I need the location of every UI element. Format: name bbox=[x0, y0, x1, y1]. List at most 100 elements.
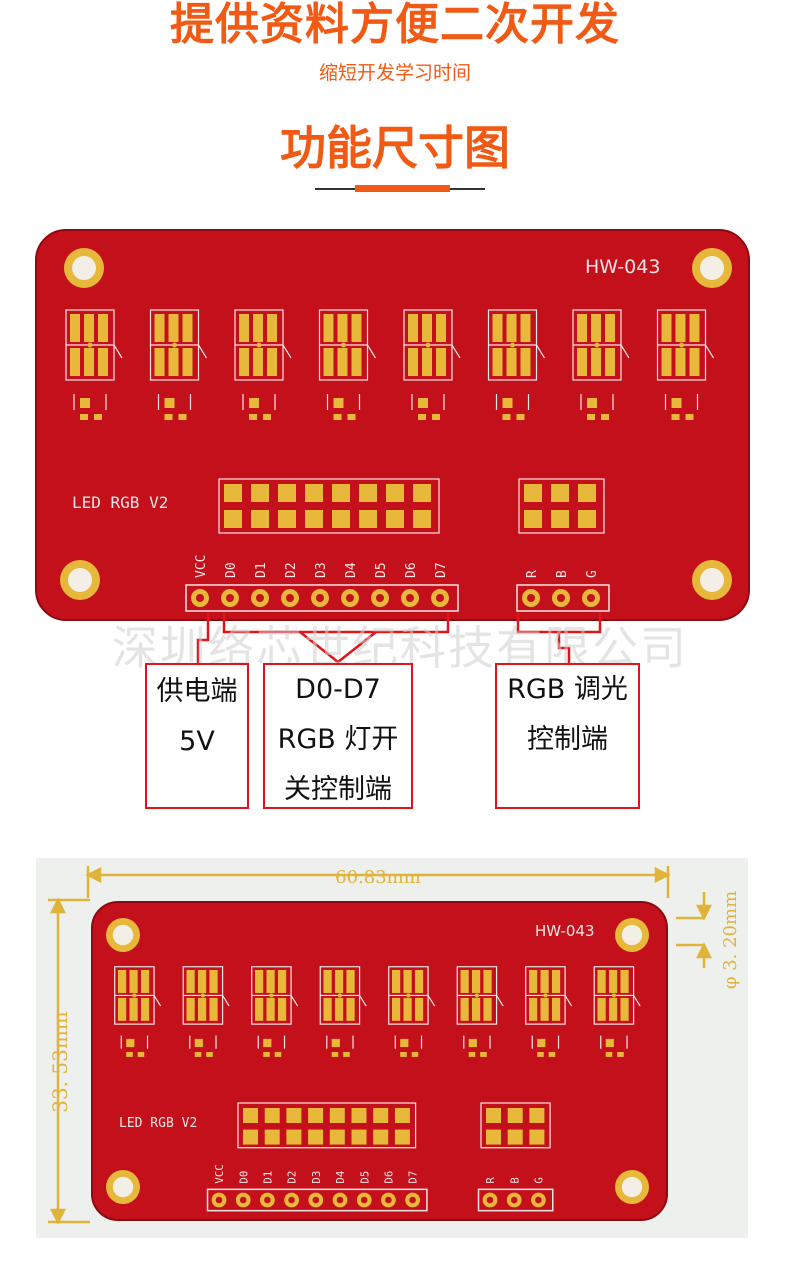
rgb-led-footprint bbox=[65, 309, 123, 420]
rgb-led-footprint bbox=[487, 309, 546, 420]
resistor-pad bbox=[413, 484, 431, 502]
rgb-resistor-pad bbox=[529, 1129, 545, 1145]
rgb-led-footprint bbox=[525, 966, 573, 1057]
callout-data-line-3: 关控制端 bbox=[284, 774, 392, 805]
pin-label: D5 bbox=[374, 562, 389, 578]
page-title: 提供资料方便二次开发 bbox=[170, 0, 620, 50]
rgb-pin-label: B bbox=[508, 1177, 521, 1183]
resistor-pad bbox=[394, 1129, 410, 1145]
resistor-pad bbox=[286, 1129, 302, 1145]
rgb-led-footprint bbox=[318, 309, 377, 420]
rgb-resistor-pad bbox=[486, 1129, 501, 1145]
rgb-led-footprint bbox=[456, 966, 504, 1057]
resistor-pad bbox=[351, 1129, 367, 1145]
rgb-pin-label: G bbox=[585, 570, 600, 578]
resistor-pad bbox=[359, 484, 377, 502]
pin-header-data bbox=[185, 584, 459, 612]
callout-rgb: RGB 调光 控制端 bbox=[495, 663, 640, 809]
rgb-led-footprint bbox=[319, 966, 367, 1057]
resistor-pad bbox=[305, 484, 323, 502]
pin-label: D1 bbox=[262, 1171, 275, 1184]
dimension-hole: φ 3. 20mm bbox=[720, 891, 741, 989]
callout-power-line-1: 供电端 bbox=[156, 676, 238, 707]
pin-label: D2 bbox=[284, 562, 299, 578]
pin-label: D0 bbox=[224, 562, 239, 578]
dimension-width: 60.83mm bbox=[335, 867, 421, 888]
pin-header-data bbox=[206, 1188, 428, 1212]
rgb-resistor-pad bbox=[578, 484, 596, 502]
resistor-pad bbox=[329, 1108, 345, 1123]
resistor-pad bbox=[359, 510, 377, 528]
rgb-resistor-pad bbox=[507, 1108, 523, 1123]
callout-data-line-1: D0-D7 bbox=[295, 674, 381, 705]
title-divider-accent bbox=[355, 185, 450, 192]
resistor-pad bbox=[224, 484, 242, 502]
resistor-pad bbox=[386, 484, 404, 502]
resistor-pad bbox=[373, 1108, 389, 1123]
resistor-pad bbox=[251, 510, 269, 528]
rgb-resistor-pad bbox=[551, 484, 569, 502]
rgb-resistor-pad bbox=[486, 1108, 501, 1123]
rgb-led-footprint bbox=[593, 966, 641, 1057]
page-subtitle: 缩短开发学习时间 bbox=[318, 62, 471, 84]
board2-pin-labels: VCC D0 D1 D2 D3 D4 D5 D6 D7 bbox=[213, 1164, 420, 1183]
pin-label: VCC bbox=[194, 555, 209, 578]
resistor-pad bbox=[308, 1129, 324, 1145]
resistor-pad bbox=[264, 1129, 280, 1145]
board-model-label: HW-043 bbox=[585, 256, 660, 278]
pin-label: D6 bbox=[404, 562, 419, 578]
rgb-resistor-pad bbox=[551, 510, 569, 528]
resistor-pad bbox=[286, 1108, 302, 1123]
board2-silkscreen-label: LED RGB V2 bbox=[119, 1116, 197, 1131]
resistor-pad bbox=[394, 1108, 410, 1123]
rgb-led-footprint bbox=[388, 966, 436, 1057]
pin-label: D7 bbox=[407, 1171, 420, 1184]
resistor-pad bbox=[308, 1108, 324, 1123]
resistor-pad bbox=[243, 1108, 258, 1123]
pin-label: D2 bbox=[286, 1171, 299, 1184]
pin-label: D5 bbox=[358, 1171, 371, 1184]
rgb-led-footprint bbox=[403, 309, 461, 420]
resistor-pad bbox=[278, 484, 296, 502]
pin-label: D0 bbox=[237, 1171, 250, 1184]
callout-data-line-2: RGB 灯开 bbox=[277, 724, 399, 755]
pin-label: D3 bbox=[310, 1171, 323, 1184]
rgb-led-footprint bbox=[656, 309, 715, 420]
pin-label: D4 bbox=[344, 562, 359, 578]
resistor-pad bbox=[329, 1129, 345, 1145]
rgb-resistor-pad bbox=[507, 1129, 523, 1145]
rgb-led-footprint bbox=[234, 309, 292, 420]
resistor-pad bbox=[386, 510, 404, 528]
dimension-height: 33. 53mm bbox=[48, 1011, 72, 1113]
callout-power: 供电端 5V bbox=[145, 663, 249, 809]
resistor-pad bbox=[224, 510, 242, 528]
pin-header-rgb bbox=[477, 1188, 554, 1212]
rgb-resistor-pad bbox=[578, 510, 596, 528]
callout-rgb-line-1: RGB 调光 bbox=[507, 674, 628, 705]
callout-power-line-2: 5V bbox=[179, 726, 215, 757]
pin-label: VCC bbox=[213, 1164, 226, 1183]
board-silkscreen-label: LED RGB V2 bbox=[72, 493, 168, 512]
resistor-pad bbox=[278, 510, 296, 528]
resistor-pad bbox=[413, 510, 431, 528]
pin-label: D6 bbox=[383, 1171, 396, 1184]
rgb-pin-label: R bbox=[525, 570, 540, 578]
pin-header-rgb bbox=[516, 584, 610, 612]
pin-label: D4 bbox=[334, 1171, 347, 1184]
resistor-pad bbox=[351, 1108, 367, 1123]
resistor-pad bbox=[373, 1129, 389, 1145]
section-title: 功能尺寸图 bbox=[280, 121, 510, 175]
rgb-resistor-pad bbox=[524, 510, 542, 528]
callout-data: D0-D7 RGB 灯开 关控制端 bbox=[263, 663, 413, 809]
rgb-pin-label: R bbox=[484, 1177, 497, 1184]
pin-label: D1 bbox=[254, 562, 269, 578]
callout-rgb-line-2: 控制端 bbox=[527, 724, 608, 755]
board2-model-label: HW-043 bbox=[535, 922, 595, 940]
rgb-resistor-pad bbox=[524, 484, 542, 502]
resistor-pad bbox=[332, 510, 350, 528]
